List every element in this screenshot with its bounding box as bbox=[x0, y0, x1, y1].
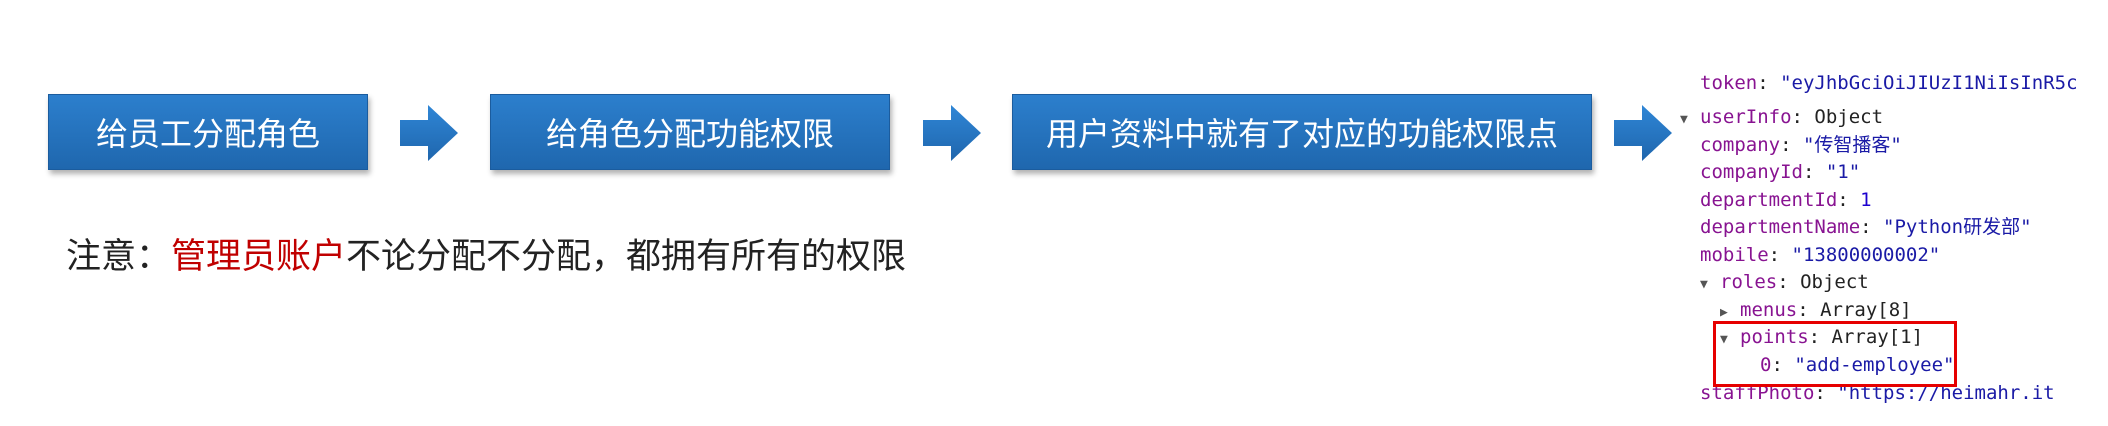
points-highlight-box bbox=[1713, 321, 1957, 387]
tree-row-staffphoto: staffPhoto: "https://heimahr.it bbox=[1700, 382, 2055, 404]
expanded-triangle-icon[interactable]: ▼ bbox=[1720, 332, 1728, 347]
tree-row-companyid: companyId: "1" bbox=[1700, 161, 1861, 183]
tree-row-menus[interactable]: ▶menus: Array[8] bbox=[1720, 297, 1912, 327]
arrow-right-icon bbox=[400, 105, 458, 161]
tree-row-points[interactable]: ▼points: Array[1] bbox=[1720, 324, 1923, 354]
flow-step-label: 给角色分配功能权限 bbox=[545, 115, 834, 153]
arrow-right-icon bbox=[923, 105, 981, 161]
tree-row-company: company: "传智播客" bbox=[1700, 134, 1902, 156]
note-prefix: 注意： bbox=[66, 237, 172, 277]
tree-row-point-0: 0: "add-employee" bbox=[1760, 354, 1955, 376]
flow-step-assign-role: 给员工分配角色 bbox=[48, 94, 368, 170]
tree-row-roles[interactable]: ▼roles: Object bbox=[1700, 269, 1869, 299]
flow-step-assign-permission: 给角色分配功能权限 bbox=[490, 94, 890, 170]
expanded-triangle-icon[interactable]: ▼ bbox=[1680, 112, 1688, 127]
flow-step-user-permission-points: 用户资料中就有了对应的功能权限点 bbox=[1012, 94, 1592, 170]
collapsed-triangle-icon[interactable]: ▶ bbox=[1720, 305, 1728, 320]
tree-row-mobile: mobile: "13800000002" bbox=[1700, 244, 1941, 266]
flow-step-label: 给员工分配角色 bbox=[95, 115, 320, 153]
tree-row-userinfo[interactable]: ▼userInfo: Object bbox=[1680, 104, 1883, 134]
tree-row-departmentname: departmentName: "Python研发部" bbox=[1700, 216, 2032, 238]
console-object-tree: token: "eyJhbGciOiJIUzI1NiIsInR5c ▼userI… bbox=[1680, 72, 2100, 404]
note-highlight: 管理员账户 bbox=[171, 237, 347, 277]
arrow-right-icon bbox=[1614, 105, 1672, 161]
flow-step-label: 用户资料中就有了对应的功能权限点 bbox=[1045, 115, 1558, 153]
expanded-triangle-icon[interactable]: ▼ bbox=[1700, 277, 1708, 292]
tree-row-token: token: "eyJhbGciOiJIUzI1NiIsInR5c bbox=[1700, 72, 2078, 94]
note-suffix: 不论分配不分配，都拥有所有的权限 bbox=[346, 237, 907, 277]
admin-note: 注意：管理员账户不论分配不分配，都拥有所有的权限 bbox=[66, 228, 906, 279]
tree-row-departmentid: departmentId: 1 bbox=[1700, 189, 1872, 211]
